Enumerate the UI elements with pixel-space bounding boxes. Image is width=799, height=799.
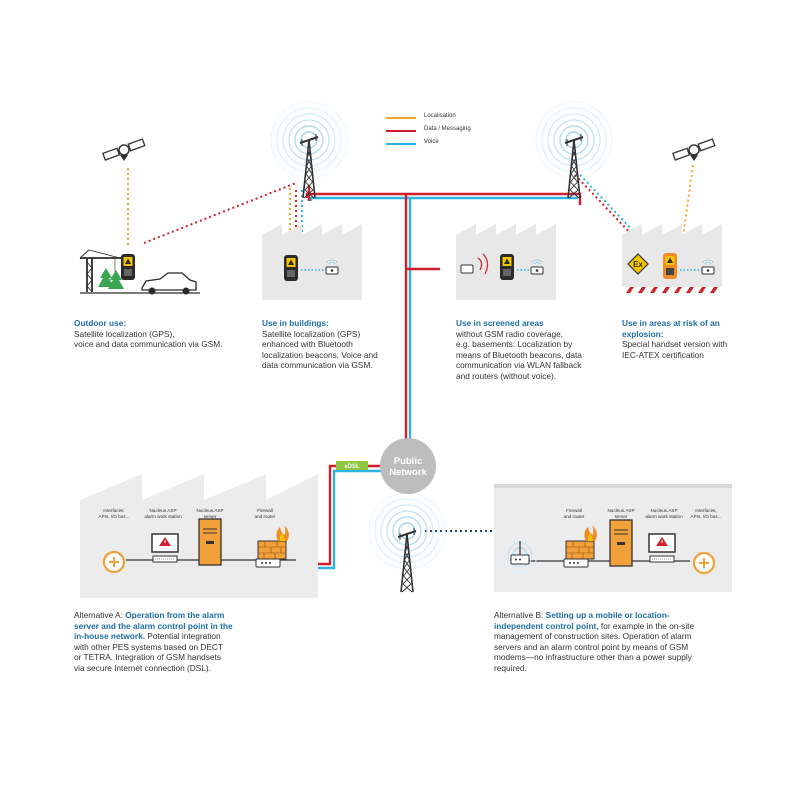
label-interfaces-left-1: Interfaces: bbox=[103, 508, 124, 513]
handset-icon-outdoor bbox=[121, 254, 135, 280]
label-firewall-left-2: and router bbox=[255, 514, 276, 519]
alt-a-description: Alternative A: Operation from the alarm … bbox=[74, 610, 264, 674]
satellite-icon-right bbox=[672, 138, 716, 162]
alt-b-emphasis-2: independent control point, bbox=[494, 620, 599, 631]
alt-a-rest: Potential integration bbox=[145, 631, 221, 642]
legend-swatch bbox=[386, 143, 416, 145]
buildings-line: enhanced with Bluetooth bbox=[262, 339, 353, 350]
public-network-label-2: Network bbox=[389, 467, 427, 478]
label-firewall-left-1: Firewall bbox=[257, 508, 273, 513]
xdsl-label: xDSL bbox=[344, 464, 360, 470]
alt-a-emphasis-3: in-house network. bbox=[74, 631, 145, 642]
alt-b-line: required. bbox=[494, 662, 527, 673]
gsm-tower-icon-right bbox=[535, 101, 613, 199]
label-firewall-right-2: and router bbox=[564, 514, 585, 519]
label-server-left-1: Nucleus.ASP bbox=[196, 508, 223, 513]
gsm-tower-icon-left bbox=[270, 101, 348, 199]
server-icon-left bbox=[198, 518, 222, 566]
screened-line: means of Bluetooth beacons, data bbox=[456, 349, 582, 360]
interfaces-node-right bbox=[692, 551, 716, 575]
alt-b-emphasis-1: Setting up a mobile or location- bbox=[545, 610, 670, 620]
explosion-heading-1: Use in areas at risk of an bbox=[622, 318, 720, 328]
buildings-line: Satellite localization (GPS) bbox=[262, 328, 361, 339]
public-network-node: Public Network bbox=[380, 438, 436, 494]
buildings-heading: Use in buildings: bbox=[262, 318, 329, 328]
line-legend: Localisation Data / Messaging Voice bbox=[386, 112, 506, 151]
explosion-area-scene: Ex bbox=[622, 224, 722, 293]
label-server-left-2: server bbox=[204, 514, 217, 519]
label-server-right-2: server bbox=[615, 514, 628, 519]
interfaces-node-left bbox=[102, 550, 126, 574]
label-workstation-left-2: alarm work station bbox=[144, 514, 182, 519]
gsm-modem-icon bbox=[502, 537, 538, 573]
alt-b-rest: for example in the on-site bbox=[598, 620, 695, 631]
gsm-tower-icon-bottom bbox=[368, 492, 446, 593]
label-workstation-right-1: Nucleus.ASP bbox=[650, 508, 677, 513]
legend-label: Localisation bbox=[424, 113, 456, 119]
alt-b-line: modems—no infrastructure other than a po… bbox=[494, 652, 692, 663]
label-interfaces-left-2: APIs, I/O bus... bbox=[99, 514, 130, 519]
hazard-stripe bbox=[622, 287, 722, 293]
handset-icon-building bbox=[284, 255, 298, 281]
public-network-label-1: Public bbox=[394, 456, 423, 467]
alt-b-description: Alternative B: Setting up a mobile or lo… bbox=[494, 610, 724, 674]
legend-item-data: Data / Messaging bbox=[386, 125, 506, 138]
label-server-right-1: Nucleus.ASP bbox=[607, 508, 634, 513]
outdoor-scene bbox=[79, 249, 200, 295]
xdsl-badge: xDSL bbox=[336, 461, 368, 470]
alt-a-emphasis-2: server and the alarm control point in th… bbox=[74, 620, 233, 631]
atex-handset-icon bbox=[663, 253, 677, 279]
label-workstation-left-1: Nucleus.ASP bbox=[149, 508, 176, 513]
screened-line: e.g. basements: Localization by bbox=[456, 339, 573, 350]
label-interfaces-right-1: Interfaces, bbox=[695, 508, 716, 513]
outdoor-line: Satellite localization (GPS), bbox=[74, 328, 175, 339]
outdoor-description: Outdoor use: Satellite localization (GPS… bbox=[74, 318, 249, 350]
screened-description: Use in screened areas without GSM radio … bbox=[456, 318, 606, 382]
alt-b-line: servers and an alarm control point by me… bbox=[494, 641, 689, 652]
alt-b-line: management of construction sites. Operat… bbox=[494, 631, 692, 642]
explosion-description: Use in areas at risk of an explosion: Sp… bbox=[622, 318, 762, 360]
legend-item-voice: Voice bbox=[386, 138, 506, 151]
legend-swatch bbox=[386, 130, 416, 132]
screened-line: communication via WLAN fallback bbox=[456, 360, 582, 371]
workstation-icon-left bbox=[151, 533, 179, 563]
buildings-line: localization beacons. Voice and bbox=[262, 349, 378, 360]
explosion-line: IEC-ATEX certification bbox=[622, 349, 704, 360]
alt-b-building: Firewall and router Nucleus.ASP server N… bbox=[494, 484, 732, 592]
outdoor-line: voice and data communication via GSM. bbox=[74, 339, 223, 350]
alt-a-prefix: Alternative A: bbox=[74, 610, 126, 620]
alt-a-emphasis-1: Operation from the alarm bbox=[125, 610, 225, 620]
legend-label: Data / Messaging bbox=[424, 126, 471, 132]
atex-warning-icon bbox=[627, 253, 649, 275]
buildings-description: Use in buildings: Satellite localization… bbox=[262, 318, 402, 371]
svg-text:Ex: Ex bbox=[633, 260, 643, 269]
workstation-icon-right bbox=[648, 533, 676, 563]
legend-label: Voice bbox=[424, 139, 439, 145]
screened-line: without GSM radio coverage, bbox=[456, 328, 563, 339]
label-firewall-right-1: Firewall bbox=[566, 508, 582, 513]
explosion-heading-2: explosion: bbox=[622, 328, 664, 339]
alt-a-building: Interfaces: APIs, I/O bus... Nucleus.ASP… bbox=[80, 474, 318, 598]
legend-swatch bbox=[386, 117, 416, 119]
buildings-line: data communication via GSM. bbox=[262, 360, 373, 371]
handset-icon-screened bbox=[500, 254, 514, 280]
alt-a-line: or TETRA. Integration of GSM handsets bbox=[74, 652, 221, 663]
label-interfaces-right-2: APIs, I/O bus... bbox=[691, 514, 722, 519]
label-workstation-right-2: alarm work station bbox=[645, 514, 683, 519]
legend-item-localisation: Localisation bbox=[386, 112, 506, 125]
alt-a-line: with other PES systems based on DECT bbox=[74, 641, 223, 652]
screened-line: and routers (without voice). bbox=[456, 370, 557, 381]
satellite-icon-left bbox=[102, 138, 146, 162]
outdoor-heading: Outdoor use: bbox=[74, 318, 127, 328]
building-scene bbox=[262, 224, 362, 300]
screened-area-scene bbox=[456, 224, 556, 300]
server-icon-right bbox=[609, 519, 633, 567]
explosion-line: Special handset version with bbox=[622, 339, 728, 350]
alt-a-line: via secure Internet connection (DSL). bbox=[74, 662, 211, 673]
alt-b-prefix: Alternative B: bbox=[494, 610, 546, 620]
screened-heading: Use in screened areas bbox=[456, 318, 544, 328]
